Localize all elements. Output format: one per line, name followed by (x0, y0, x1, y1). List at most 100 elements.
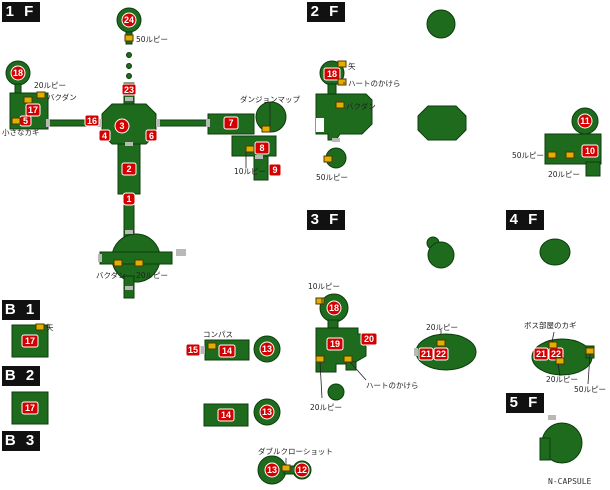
room-18-label-1f: 18 (13, 68, 23, 78)
room-13-label-b1: 13 (262, 344, 272, 354)
room-17-label-b1: 17 (25, 336, 35, 346)
item-label: ダブルクローショット (258, 446, 333, 456)
chest-icon (547, 151, 557, 159)
item-label: 50ルピー (316, 173, 348, 182)
floor-3f-map (315, 236, 477, 401)
item-label: 20ルピー (136, 271, 168, 280)
floor-label-b2: B 2 (2, 366, 40, 386)
chest-icon (315, 297, 325, 305)
chest-icon (315, 355, 325, 363)
room-6-label: 6 (149, 131, 154, 141)
room-1-label: 1 (126, 194, 131, 204)
room-8-label: 8 (259, 143, 264, 153)
item-label: 50ルピー (136, 35, 168, 44)
chest-icon (565, 151, 575, 159)
room-14-label-b1: 14 (222, 346, 232, 356)
item-label: ハートのかけら (348, 79, 401, 88)
room-10-label: 10 (585, 146, 595, 156)
chest-icon (261, 125, 271, 133)
floor-label-b3: B 3 (2, 431, 40, 451)
room-22-label-4f: 22 (551, 349, 561, 359)
chest-icon (245, 145, 255, 153)
room-9-label: 9 (272, 165, 277, 175)
floor-label-2f: 2 F (307, 2, 345, 22)
item-label: 20ルピー (34, 81, 66, 90)
chest-icon (343, 355, 353, 363)
floor-1f-map (5, 7, 287, 299)
chest-icon (11, 117, 21, 125)
room-14-label-b2: 14 (221, 410, 231, 420)
room-13-label-b3: 13 (267, 465, 277, 475)
item-labels: 50ルピー 20ルピー バクダン 小さなカギ ダンジョンマップ 10ルピー バク… (2, 35, 606, 456)
room-21-label-4f: 21 (536, 349, 546, 359)
room-19-label: 19 (330, 339, 340, 349)
leader-lines (245, 82, 591, 465)
floor-5f-map (539, 415, 583, 464)
room-21-label-3f: 21 (421, 349, 431, 359)
chest-icon (436, 339, 446, 347)
room-2-label: 2 (126, 164, 131, 174)
chest-icon (335, 101, 345, 109)
chest-icon (35, 323, 45, 331)
floor-label-3f: 3 F (307, 210, 345, 230)
chest-icon (585, 347, 595, 355)
item-label: 10ルピー (308, 282, 340, 291)
room-17-label-b2: 17 (25, 403, 35, 413)
item-label: 20ルピー (546, 375, 578, 384)
item-label: 50ルピー (512, 151, 544, 160)
room-18-label-2f: 18 (327, 69, 337, 79)
item-label: ボス部屋のカギ (524, 320, 577, 330)
floor-label-5f: 5 F (506, 393, 544, 413)
item-label: 矢 (46, 322, 54, 332)
item-label: バクダン (96, 270, 126, 280)
room-5-label: 5 (23, 116, 28, 126)
chest-icon (134, 259, 144, 267)
item-label: 20ルピー (548, 170, 580, 179)
floor-1f-doors (46, 97, 263, 290)
chest-icon (323, 155, 333, 163)
chest-icon (36, 91, 46, 99)
chest-icon (113, 259, 123, 267)
room-18-label-3f: 18 (329, 303, 339, 313)
item-label: 矢 (348, 61, 356, 71)
chest-icon (124, 34, 134, 42)
room-17-label-1f: 17 (28, 105, 38, 115)
chest-icon (281, 464, 291, 472)
item-label: ハートのかけら (366, 381, 419, 390)
room-markers: 24 23 3 16 4 6 2 1 18 17 5 7 8 9 18 11 1… (10, 12, 599, 478)
item-label: バクダン (47, 92, 77, 102)
item-label: バクダン (346, 101, 376, 111)
room-3-label: 3 (119, 121, 124, 131)
room-13-label-b2: 13 (262, 407, 272, 417)
chest-icon (337, 60, 347, 68)
room-11-label: 11 (580, 116, 590, 126)
floor-label-1f: 1 F (2, 2, 40, 22)
chest-icon (555, 357, 565, 365)
room-24-label: 24 (124, 15, 134, 25)
room-20-label: 20 (364, 334, 374, 344)
floor-label-4f: 4 F (506, 210, 544, 230)
item-label: ダンジョンマップ (240, 94, 300, 104)
room-4-label: 4 (102, 131, 107, 141)
floor-b2-map (11, 391, 49, 425)
floor-2f-doors (332, 138, 340, 142)
item-label: コンパス (203, 330, 233, 339)
chest-icon (207, 342, 217, 350)
room-22-label-3f: 22 (436, 349, 446, 359)
chest-icon (23, 96, 33, 104)
basement-mid-map (199, 335, 312, 485)
floor-2f-map (315, 9, 602, 177)
floor-label-b1: B 1 (2, 300, 40, 320)
room-7-label: 7 (228, 118, 233, 128)
item-label: 20ルピー (426, 323, 458, 332)
item-label: 20ルピー (310, 403, 342, 412)
room-23-label: 23 (124, 85, 134, 95)
chest-icon (548, 341, 558, 349)
chest-icon (337, 78, 347, 86)
room-16-label: 16 (87, 116, 97, 126)
item-label: 50ルピー (574, 385, 606, 394)
room-15-label: 15 (188, 345, 198, 355)
item-label: 小さなカギ (2, 128, 40, 137)
item-label: 10ルピー (234, 167, 266, 176)
